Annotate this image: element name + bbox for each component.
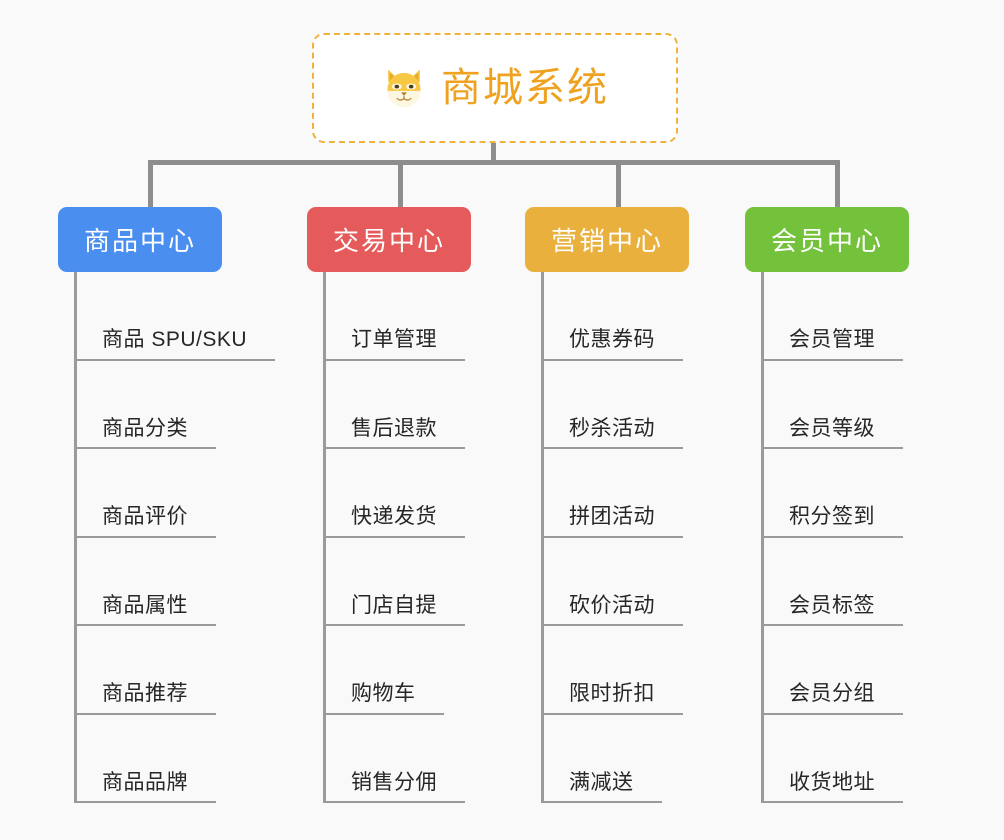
leaf-list-4: 会员管理 会员等级 积分签到 会员标签 会员分组 收货地址 xyxy=(761,272,965,803)
leaf-label: 销售分佣 xyxy=(351,770,437,794)
category-header-2[interactable]: 交易中心 xyxy=(307,207,472,272)
leaf-label: 购物车 xyxy=(351,682,416,706)
leaf-item[interactable]: 订单管理 xyxy=(323,272,527,361)
leaf-item[interactable]: 拼团活动 xyxy=(541,449,745,538)
leaf-label: 商品属性 xyxy=(102,593,188,617)
leaf-item[interactable]: 会员分组 xyxy=(761,626,965,715)
leaf-label: 满减送 xyxy=(569,770,634,794)
leaf-item[interactable]: 商品属性 xyxy=(74,538,278,626)
connector-drop-2 xyxy=(398,160,403,208)
leaf-label: 快递发货 xyxy=(351,505,437,529)
leaf-item[interactable]: 限时折扣 xyxy=(541,626,745,715)
leaf-item[interactable]: 商品 SPU/SKU xyxy=(74,272,278,361)
connector-stem xyxy=(491,143,496,165)
root-node[interactable]: 商城系统 xyxy=(312,33,678,143)
leaf-label: 拼团活动 xyxy=(569,505,655,529)
leaf-label: 商品推荐 xyxy=(102,682,188,706)
leaf-label: 订单管理 xyxy=(351,328,437,352)
leaf-label: 秒杀活动 xyxy=(569,416,655,440)
connector-horizontal-bar xyxy=(148,160,840,165)
leaf-item[interactable]: 售后退款 xyxy=(323,361,527,449)
leaf-item[interactable]: 商品品牌 xyxy=(74,715,278,803)
leaf-item[interactable]: 商品推荐 xyxy=(74,626,278,715)
leaf-list-1: 商品 SPU/SKU 商品分类 商品评价 商品属性 商品推荐 商品品牌 xyxy=(74,272,278,803)
leaf-list-2: 订单管理 售后退款 快递发货 门店自提 购物车 销售分佣 xyxy=(323,272,527,803)
leaf-label: 商品品牌 xyxy=(102,770,188,794)
leaf-item[interactable]: 商品分类 xyxy=(74,361,278,449)
leaf-label: 会员分组 xyxy=(789,682,875,706)
leaf-item[interactable]: 会员标签 xyxy=(761,538,965,626)
branch-column-2: 交易中心 订单管理 售后退款 快递发货 门店自提 购物车 销售分佣 xyxy=(307,207,527,803)
leaf-item[interactable]: 满减送 xyxy=(541,715,745,803)
connector-drop-3 xyxy=(616,160,621,208)
leaf-item[interactable]: 砍价活动 xyxy=(541,538,745,626)
leaf-item[interactable]: 销售分佣 xyxy=(323,715,527,803)
root-title: 商城系统 xyxy=(441,66,609,110)
branch-column-4: 会员中心 会员管理 会员等级 积分签到 会员标签 会员分组 收货地址 xyxy=(745,207,965,803)
leaf-label: 积分签到 xyxy=(789,505,875,529)
leaf-item[interactable]: 会员管理 xyxy=(761,272,965,361)
shiba-inu-dog-face-icon xyxy=(387,69,421,108)
category-header-4[interactable]: 会员中心 xyxy=(745,207,910,272)
leaf-label: 商品评价 xyxy=(102,505,188,529)
branch-column-3: 营销中心 优惠券码 秒杀活动 拼团活动 砍价活动 限时折扣 满减送 xyxy=(525,207,745,803)
leaf-item[interactable]: 门店自提 xyxy=(323,538,527,626)
leaf-item[interactable]: 商品评价 xyxy=(74,449,278,538)
leaf-label: 会员等级 xyxy=(789,416,875,440)
leaf-label: 售后退款 xyxy=(351,416,437,440)
leaf-list-3: 优惠券码 秒杀活动 拼团活动 砍价活动 限时折扣 满减送 xyxy=(541,272,745,803)
leaf-item[interactable]: 购物车 xyxy=(323,626,527,715)
leaf-label: 收货地址 xyxy=(789,770,875,794)
leaf-item[interactable]: 收货地址 xyxy=(761,715,965,803)
leaf-label: 会员管理 xyxy=(789,328,875,352)
leaf-label: 限时折扣 xyxy=(569,682,655,706)
connector-drop-4 xyxy=(835,160,840,208)
leaf-label: 门店自提 xyxy=(351,593,437,617)
leaf-item[interactable]: 秒杀活动 xyxy=(541,361,745,449)
connector-drop-1 xyxy=(148,160,153,208)
leaf-item[interactable]: 积分签到 xyxy=(761,449,965,538)
leaf-label: 砍价活动 xyxy=(569,593,655,617)
category-header-3[interactable]: 营销中心 xyxy=(525,207,690,272)
branch-column-1: 商品中心 商品 SPU/SKU 商品分类 商品评价 商品属性 商品推荐 商品品牌 xyxy=(58,207,278,803)
leaf-label: 会员标签 xyxy=(789,593,875,617)
leaf-item[interactable]: 快递发货 xyxy=(323,449,527,538)
leaf-label: 优惠券码 xyxy=(569,328,655,352)
leaf-label: 商品 SPU/SKU xyxy=(102,328,248,352)
category-header-1[interactable]: 商品中心 xyxy=(58,207,223,272)
leaf-item[interactable]: 会员等级 xyxy=(761,361,965,449)
leaf-item[interactable]: 优惠券码 xyxy=(541,272,745,361)
leaf-label: 商品分类 xyxy=(102,416,188,440)
